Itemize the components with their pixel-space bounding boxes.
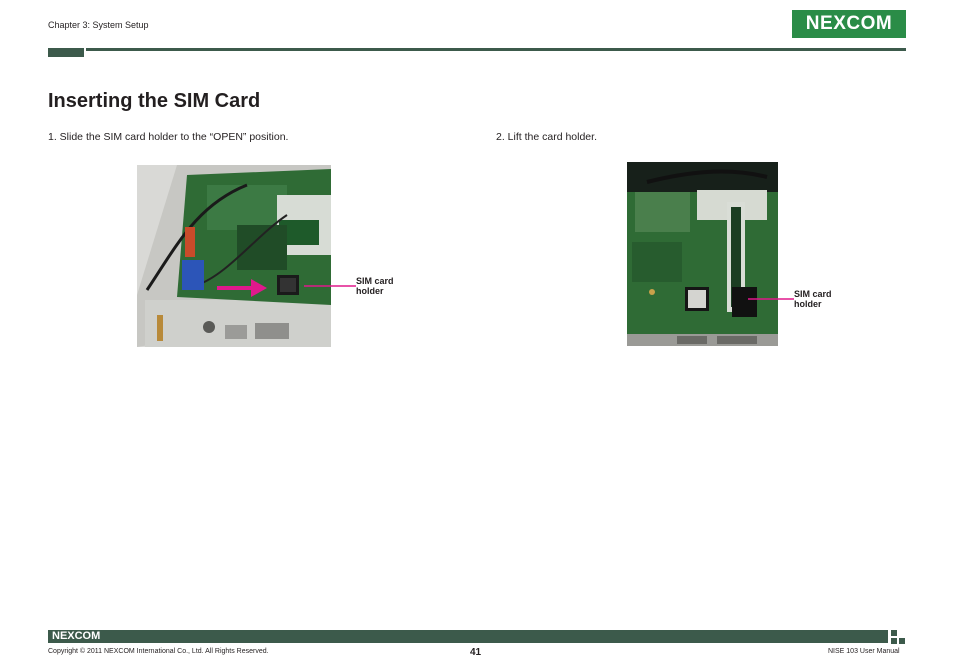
step-1-text: 1. Slide the SIM card holder to the “OPE… xyxy=(48,131,289,143)
nexcom-logo: NEXCOM xyxy=(792,10,906,38)
callout-leader-2 xyxy=(748,298,794,300)
board-illustration-2 xyxy=(627,162,778,346)
page-number: 41 xyxy=(470,647,482,658)
footer-square-icon xyxy=(891,630,897,636)
board-illustration-1 xyxy=(137,165,331,347)
callout-2-line2: holder xyxy=(794,299,822,309)
callout-1-line2: holder xyxy=(356,286,384,296)
footer-square-icon xyxy=(891,638,897,644)
chapter-label: Chapter 3: System Setup xyxy=(48,20,149,30)
page-title: Inserting the SIM Card xyxy=(48,90,261,112)
footer-logo: NEXCOM xyxy=(52,630,101,642)
manual-name: NISE 103 User Manual xyxy=(828,648,900,655)
logo-text: NEXCOM xyxy=(805,13,893,34)
step-2-text: 2. Lift the card holder. xyxy=(496,131,597,143)
footer-copyright: Copyright © 2011 NEXCOM International Co… xyxy=(48,648,269,655)
callout-1-line1: SIM card xyxy=(356,276,394,286)
header-rule-block xyxy=(48,48,84,57)
footer-square-icon xyxy=(899,638,905,644)
photo-slide-sim-holder xyxy=(137,165,331,347)
callout-leader-1 xyxy=(304,285,356,287)
callout-2-line1: SIM card xyxy=(794,289,832,299)
footer-bar xyxy=(48,630,888,643)
photo-lift-card-holder xyxy=(627,162,778,346)
sim-card-holder-callout-2: SIM card holder xyxy=(794,289,832,309)
header-rule xyxy=(86,48,906,51)
sim-card-holder-callout-1: SIM card holder xyxy=(356,276,394,296)
